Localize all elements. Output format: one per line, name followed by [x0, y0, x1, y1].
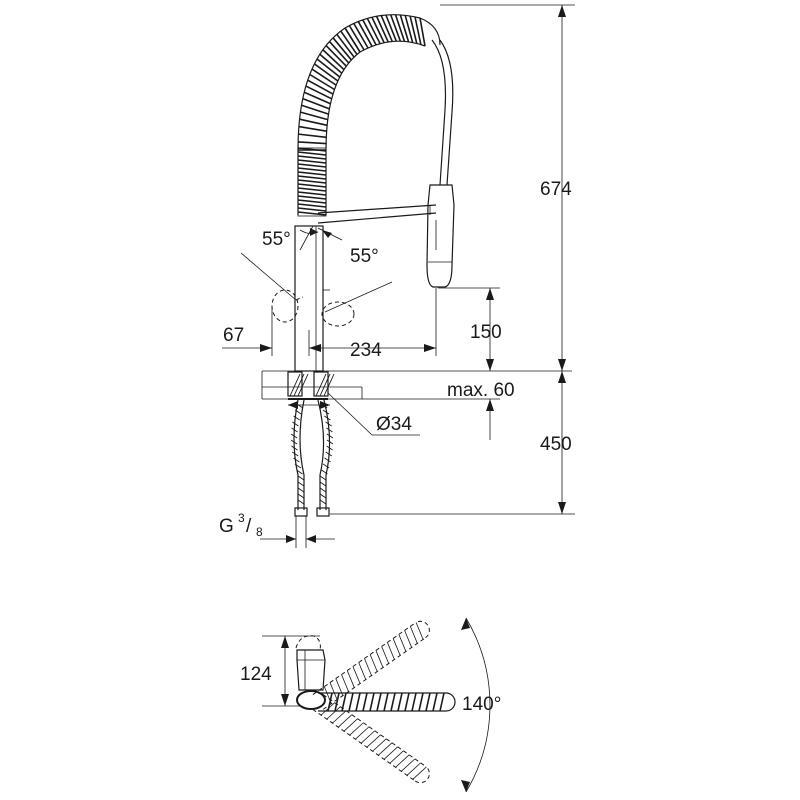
dim-handle-offset: 67 — [223, 325, 244, 346]
front-view: 674 55° 55° 67 234 150 max. 60 Ø34 450 G… — [219, 4, 575, 548]
spray-hose — [431, 39, 454, 186]
dim-thread-num: 3 — [238, 511, 245, 525]
dim-spout-clearance: 150 — [470, 322, 502, 343]
dim-angle-left: 55° — [262, 229, 291, 250]
dim-hose-length: 450 — [540, 434, 572, 455]
dim-angle-right: 55° — [350, 246, 379, 267]
swivel-arc — [465, 617, 491, 793]
dim-thread-main: G — [219, 516, 234, 537]
spiral-spring — [297, 14, 441, 217]
dim-swivel-angle: 140° — [462, 694, 501, 715]
dim-max-deck: max. 60 — [447, 380, 515, 401]
dim-total-height: 674 — [540, 179, 572, 200]
countertop — [261, 370, 572, 400]
dimension-lines — [222, 4, 575, 548]
dim-thread-slash: / — [246, 516, 252, 537]
dim-hole-diameter: Ø34 — [376, 414, 412, 435]
supply-hoses — [290, 399, 334, 517]
top-view: 124 140° — [240, 617, 501, 793]
dim-handle-depth: 124 — [240, 664, 272, 685]
sprayer-head — [426, 184, 455, 288]
top-view-springs — [312, 620, 456, 784]
dim-reach: 234 — [350, 340, 382, 361]
dim-thread-den: 8 — [256, 525, 263, 539]
faucet-body — [294, 225, 330, 372]
spout-arm — [317, 204, 437, 224]
